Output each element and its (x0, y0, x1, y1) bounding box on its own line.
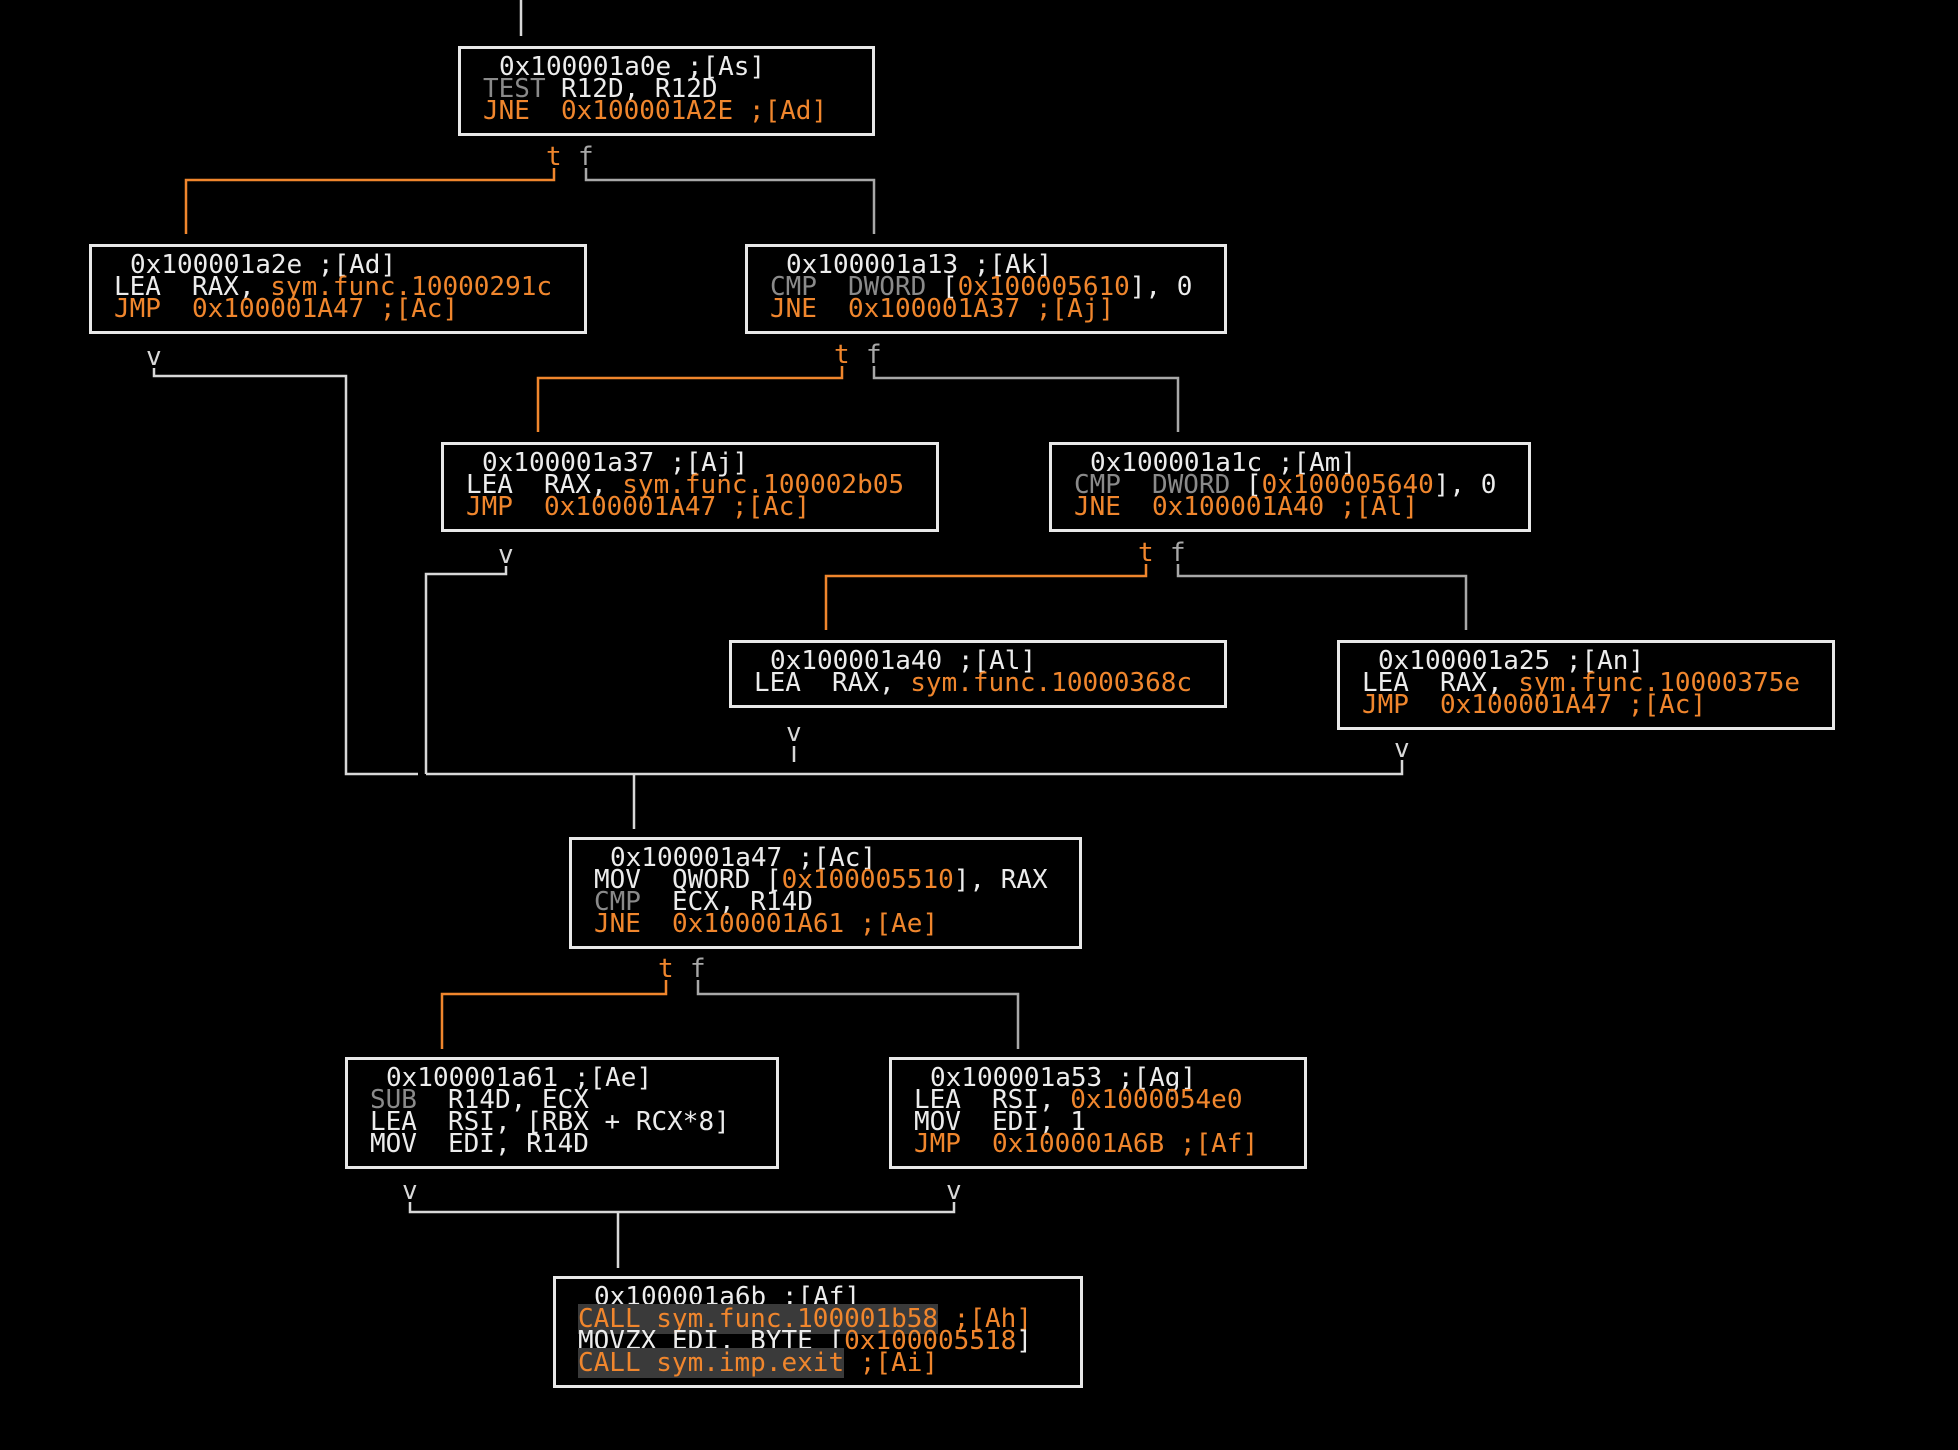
false-branch-label: f (690, 954, 706, 984)
block-address: 0x100001a13 ;[Ak] (786, 250, 1053, 280)
basic-block-af[interactable]: 0x100001a6b ;[Af]CALL sym.func.100001b58… (553, 1276, 1083, 1388)
block-address: 0x100001a47 ;[Ac] (610, 843, 877, 873)
true-branch-label: t (658, 954, 674, 984)
edge-true-Ak-Aj (536, 366, 844, 432)
true-branch-label: t (1138, 538, 1154, 568)
edge-false-Ak-Am (872, 366, 1180, 432)
false-branch-label: f (1170, 538, 1186, 568)
true-branch-label: t (834, 340, 850, 370)
instruction-line: CALL sym.imp.exit ;[Ai] (578, 1348, 939, 1378)
join-label: v (146, 342, 162, 372)
join-label: v (498, 540, 514, 570)
block-address: 0x100001a40 ;[Al] (770, 646, 1037, 676)
opcode: LEA (914, 1085, 961, 1115)
opcode: LEA (114, 272, 161, 302)
opcode: CMP (770, 272, 817, 302)
opcode: LEA (1362, 668, 1409, 698)
opcode: JMP (114, 294, 161, 324)
edge-true-Am-Al (824, 564, 1148, 630)
opcode: MOV (370, 1129, 417, 1159)
opcode: SUB (370, 1085, 417, 1115)
block-address: 0x100001a37 ;[Aj] (482, 448, 749, 478)
opcode: JMP (1362, 690, 1409, 720)
opcode: LEA (754, 668, 801, 698)
opcode: LEA (466, 470, 513, 500)
opcode: MOV (914, 1107, 961, 1137)
block-address: 0x100001a53 ;[Ag] (930, 1063, 1197, 1093)
opcode: JNE (770, 294, 817, 324)
edge-An-Ac (426, 760, 1404, 776)
opcode: LEA (370, 1107, 417, 1137)
block-address: 0x100001a2e ;[Ad] (130, 250, 397, 280)
edge-true-As-Ad (184, 168, 556, 234)
opcode: JNE (1074, 492, 1121, 522)
instruction-line: CALL sym.func.100001b58 ;[Ah] (578, 1304, 1032, 1334)
block-address: 0x100001a1c ;[Am] (1090, 448, 1357, 478)
block-address: 0x100001a25 ;[An] (1378, 646, 1645, 676)
opcode: JNE (594, 909, 641, 939)
edge-Aj-Ac (424, 566, 508, 774)
false-branch-label: f (578, 142, 594, 172)
opcode: MOV (594, 865, 641, 895)
opcode: CMP (1074, 470, 1121, 500)
opcode: JNE (483, 96, 530, 126)
false-branch-label: f (866, 340, 882, 370)
opcode: TEST (483, 74, 546, 104)
true-branch-label: t (546, 142, 562, 172)
edge-false-Am-An (1176, 564, 1468, 630)
edge-true-Ac-Ae (440, 980, 668, 1049)
edge-Ad-Ac (152, 368, 418, 776)
edge-false-Ac-Ag (696, 980, 1020, 1049)
join-label: v (402, 1176, 418, 1206)
opcode: CMP (594, 887, 641, 917)
join-label: v (946, 1176, 962, 1206)
edge-false-As-Ak (584, 168, 876, 234)
opcode: JMP (466, 492, 513, 522)
opcode: JMP (914, 1129, 961, 1159)
join-label: v (786, 718, 802, 748)
edge-Ae-Ag-join (408, 1202, 956, 1214)
block-address: 0x100001a0e ;[As] (499, 52, 766, 82)
join-label: v (1394, 734, 1410, 764)
block-address: 0x100001a61 ;[Ae] (386, 1063, 653, 1093)
